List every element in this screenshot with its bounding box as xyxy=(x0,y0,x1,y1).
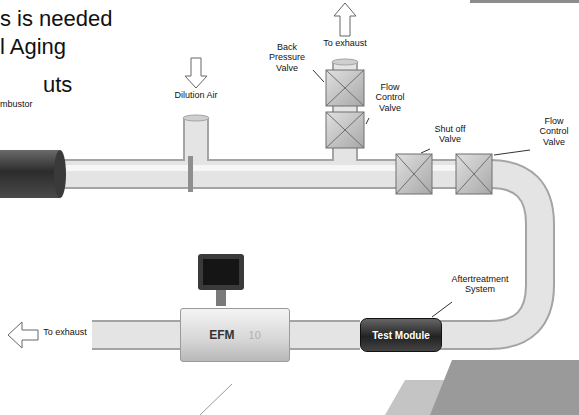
slide-text: s is needed xyxy=(0,6,113,31)
leader-lines xyxy=(313,70,530,317)
part-label: Flow Control Valve xyxy=(539,116,568,147)
outlet-mouth xyxy=(332,59,358,65)
flow-meter-body: EFM 10 xyxy=(180,308,290,362)
part-label: mbustor xyxy=(0,99,60,109)
part-label: Shut off Valve xyxy=(435,124,466,144)
part-label: Dilution Air xyxy=(174,90,218,100)
slide-footer xyxy=(430,360,579,415)
exhaust-arrow xyxy=(8,322,38,348)
exhaust-arrow xyxy=(334,3,356,36)
node-label: EFM xyxy=(209,328,234,342)
part-label: Aftertreatment System xyxy=(440,274,520,295)
combustor-end xyxy=(54,150,66,198)
slide-text: l Aging xyxy=(0,34,66,59)
pipe-flange xyxy=(188,156,193,192)
part-label: Back Pressure Valve xyxy=(269,42,305,73)
part-label: Flow Control Valve xyxy=(375,82,404,113)
slide-line xyxy=(200,384,232,415)
node-number: 10 xyxy=(249,329,261,341)
part-label: Back Pressure Valve xyxy=(262,42,312,73)
part-label: To exhaust xyxy=(42,327,88,337)
part-label: Aftertreatment System xyxy=(451,274,508,294)
dilution-arrow xyxy=(185,58,207,88)
pipe-connector xyxy=(290,335,360,336)
pipe-bore xyxy=(290,322,360,348)
slide-text: uts xyxy=(43,72,163,97)
part-label: Flow Control Valve xyxy=(532,116,576,147)
part-label: To exhaust xyxy=(323,38,367,48)
meter-display xyxy=(198,254,244,290)
part-label: Flow Control Valve xyxy=(369,82,411,113)
part-label: Shut off Valve xyxy=(428,124,472,145)
part-label: To exhaust xyxy=(322,38,368,48)
part-label: Dilution Air xyxy=(174,90,217,100)
valve-symbols xyxy=(326,70,492,194)
inlet-mouth xyxy=(183,115,209,121)
test-module: Test Module xyxy=(360,318,442,352)
slide-text: uts xyxy=(43,72,72,97)
slide-text: s is needed xyxy=(0,6,200,31)
pipe-run xyxy=(60,62,540,335)
meter-screen xyxy=(203,259,239,285)
combustor-body xyxy=(0,150,60,198)
pipe-wall xyxy=(290,320,360,350)
meter-stem xyxy=(216,290,226,306)
slide-bar xyxy=(470,0,579,3)
node-label: Test Module xyxy=(372,330,430,341)
part-label: mbustor xyxy=(0,99,33,109)
part-label: To exhaust xyxy=(43,327,87,337)
slide-text: l Aging xyxy=(0,34,200,59)
